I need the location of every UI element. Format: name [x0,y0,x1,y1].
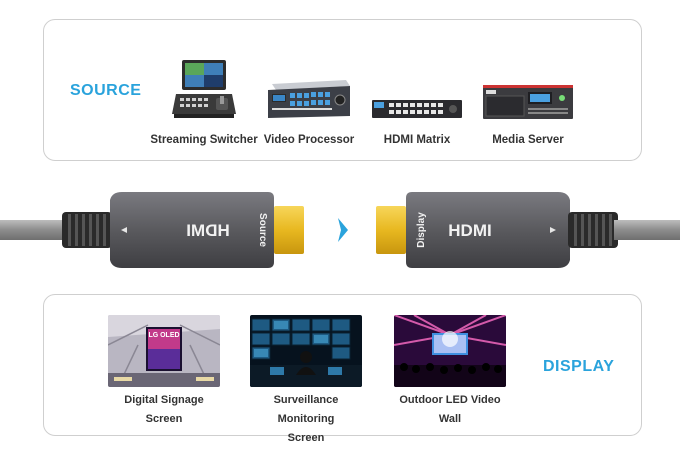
device-caption: HDMI Matrix [383,134,451,146]
left-plug-hdmi-text: HDMI [186,221,229,240]
right-strain-relief [568,212,618,248]
device-caption: Media Server [492,134,564,146]
device-caption: Video Processor [263,134,355,146]
surveillance-image [250,315,362,387]
right-plug-hdmi-text: HDMI [448,221,491,240]
screen-surveillance: Surveillance Monitoring Screen [250,315,362,448]
video-processor-icon [268,80,350,118]
left-gold-tip [274,206,304,254]
hdmi-matrix-icon [372,100,462,118]
screen-caption: Digital Signage Screen [124,394,204,425]
source-panel: SOURCE Streaming Switcher [43,19,642,161]
screen-outdoor-led-wall: Outdoor LED Video Wall [394,315,506,429]
screen-caption: Outdoor LED Video Wall [399,394,501,425]
device-video-processor: Video Processor [257,50,361,146]
outdoor-led-wall-image [394,315,506,387]
display-panel: DISPLAY LG OLED Digital Signage Screen [43,294,642,444]
left-cable [0,220,70,240]
left-strain-relief [62,212,112,248]
display-label: DISPLAY [543,358,615,375]
right-end-label: Display [416,212,427,248]
left-end-label: Source [257,213,268,247]
device-media-server: Media Server [476,50,580,146]
right-cable [614,220,680,240]
source-label: SOURCE [70,82,142,99]
right-connector-shell [406,192,570,268]
digital-signage-image: LG OLED [108,315,220,387]
right-arrow-mark [550,227,556,233]
screen-digital-signage: LG OLED Digital Signage Screen [108,315,220,429]
direction-arrow-icon [338,218,348,242]
right-gold-tip [376,206,406,254]
media-server-icon [483,85,573,119]
device-caption: Streaming Switcher [150,134,258,146]
left-connector-shell [110,192,274,268]
device-streaming-switcher: Streaming Switcher [148,50,260,146]
screen-caption: Surveillance Monitoring Screen [273,394,339,444]
fiber-hdmi-cable: HDMI Source HDMI Display [0,180,680,280]
streaming-switcher-icon [172,60,236,118]
signage-text: LG OLED [148,332,179,339]
left-arrow-mark [121,227,127,233]
device-hdmi-matrix: HDMI Matrix [365,50,469,146]
